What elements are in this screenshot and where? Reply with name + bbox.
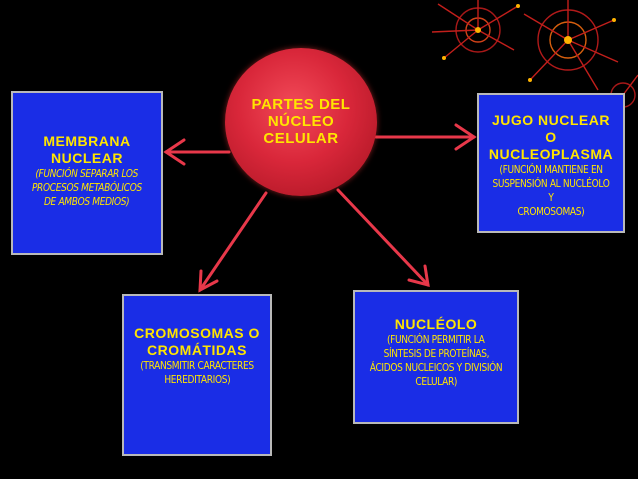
arrow-to-membrana xyxy=(163,138,231,166)
jugo-desc-line-1: (FUNCIÓN MANTIENE EN xyxy=(499,164,603,176)
nucleolo-desc-line-2: SÍNTESIS DE PROTEÍNAS, xyxy=(383,348,489,360)
cromosomas-title-line-1: CROMOSOMAS O xyxy=(134,325,260,341)
nucleolo-desc-line-1: (FUNCIÓN PERMITIR LA xyxy=(387,334,485,346)
jugo-title-line-1: JUGO NUCLEAR xyxy=(491,112,610,128)
nucleolo-desc-line-4: CELULAR) xyxy=(415,376,457,388)
nucleolo-desc-line-3: ÁCIDOS NUCLEICOS Y DIVISIÓN xyxy=(369,362,503,374)
jugo-title-line-3: NUCLEOPLASMA xyxy=(488,146,614,162)
arrow-to-cromosomas xyxy=(198,191,268,293)
membrana-desc-line-1: (FUNCIÓN SEPARAR LOS xyxy=(35,168,139,180)
node-cromosomas: CROMOSOMAS O CROMÁTIDAS (TRANSMITIR CARA… xyxy=(122,294,272,456)
center-title-line-3: CELULAR xyxy=(263,130,339,147)
center-title-line-1: PARTES DEL xyxy=(251,96,351,113)
jugo-desc-line-2: SUSPENSIÓN AL NUCLÉOLO Y xyxy=(492,178,610,204)
membrana-desc-line-3: DE AMBOS MEDIOS) xyxy=(44,196,130,208)
arrow-to-nucleolo xyxy=(336,188,430,288)
center-node: PARTES DEL NÚCLEO CELULAR xyxy=(225,48,377,196)
cromosomas-desc-line-1: (TRANSMITIR CARACTERES xyxy=(140,360,254,372)
node-membrana-nuclear: MEMBRANA NUCLEAR (FUNCIÓN SEPARAR LOS PR… xyxy=(11,91,163,255)
node-nucleolo: NUCLÉOLO (FUNCIÓN PERMITIR LA SÍNTESIS D… xyxy=(353,290,519,424)
membrana-title-line-1: MEMBRANA xyxy=(43,133,131,149)
membrana-title-line-2: NUCLEAR xyxy=(51,150,123,166)
membrana-desc-line-2: PROCESOS METABÓLICOS xyxy=(32,182,142,194)
node-jugo-nuclear: JUGO NUCLEAR O NUCLEOPLASMA (FUNCIÓN MAN… xyxy=(477,93,625,233)
cromosomas-desc-line-2: HEREDITARIOS) xyxy=(164,374,230,386)
center-title-line-2: NÚCLEO xyxy=(267,113,335,130)
nucleolo-title: NUCLÉOLO xyxy=(394,316,478,332)
arrow-to-jugo xyxy=(374,123,477,151)
jugo-desc-line-3: CROMOSOMAS) xyxy=(517,206,585,218)
cromosomas-title-line-2: CROMÁTIDAS xyxy=(147,342,247,358)
jugo-title-line-2: O xyxy=(545,129,557,145)
